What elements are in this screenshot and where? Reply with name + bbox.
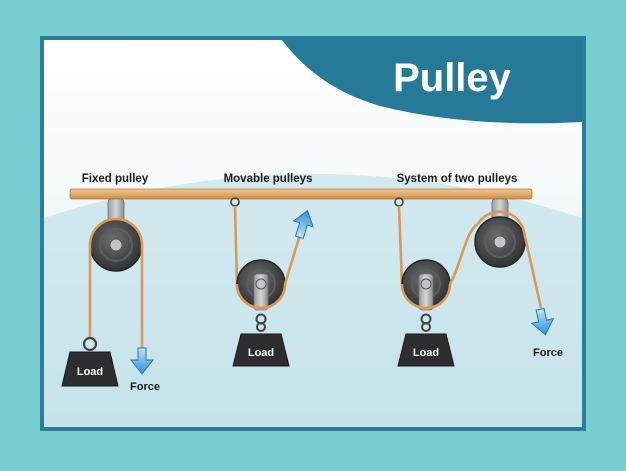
system-rope-right <box>522 231 543 309</box>
movable-pulleys-label: Movable pulleys <box>224 173 313 185</box>
fixed-pulley-hook <box>82 336 98 352</box>
system-rope-left <box>397 205 404 285</box>
fixed-pulley-axle <box>109 238 123 252</box>
system-rope-wrap-movable <box>400 283 452 310</box>
system-force-arrow <box>530 307 555 336</box>
system-force-label: Force <box>533 347 563 359</box>
title-banner <box>282 40 582 124</box>
fixed-pulley-assembly: Load Force <box>61 198 160 393</box>
page-title: Pulley <box>393 56 512 100</box>
system-load <box>397 333 455 367</box>
movable-pulley-force-arrow <box>292 209 314 240</box>
system-rope-wrap-fixed <box>476 210 526 233</box>
movable-pulley-axle <box>255 278 267 290</box>
fixed-pulley-force-label: Force <box>130 381 160 393</box>
movable-pulley-assembly: Load <box>230 197 314 367</box>
fixed-pulley-force-arrow <box>129 347 155 375</box>
system-rope-middle <box>448 222 479 285</box>
fixed-pulley-label: Fixed pulley <box>82 173 149 185</box>
movable-pulley-load <box>232 333 290 367</box>
fixed-pulley-rope-wrap <box>88 217 144 246</box>
system-movable-pulley-axle <box>420 278 432 290</box>
fixed-pulley-load <box>61 351 119 387</box>
support-beam <box>69 188 533 200</box>
movable-pulley-load-label: Load <box>248 347 274 359</box>
movable-pulley-rope-wrap <box>235 283 287 310</box>
system-fixed-pulley-axle <box>493 235 507 249</box>
movable-pulley-rope-left <box>233 205 239 285</box>
fixed-pulley-load-label: Load <box>77 366 103 378</box>
system-load-label: Load <box>413 347 439 359</box>
system-of-two-pulleys-label: System of two pulleys <box>397 173 518 185</box>
two-pulley-system-assembly: Force Load <box>394 197 563 367</box>
